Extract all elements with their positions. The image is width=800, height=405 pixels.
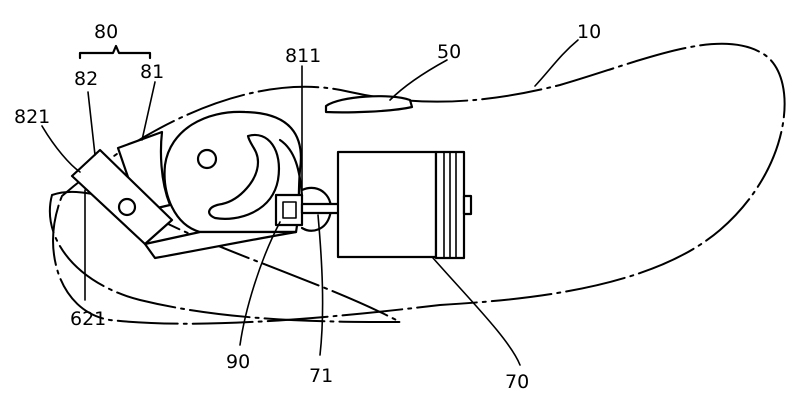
shaft-71: [300, 202, 342, 215]
housing-outline: [52, 42, 786, 325]
cam-slot: [208, 133, 281, 220]
leader-90: [239, 221, 281, 346]
cam-pivot: [196, 148, 218, 170]
label-50: 50: [437, 41, 461, 63]
brace-80: [78, 44, 152, 60]
blade-base: [143, 230, 298, 260]
connector-811: [300, 186, 333, 232]
label-811: 811: [285, 45, 321, 67]
label-81: 81: [140, 61, 164, 83]
leader-81: [141, 81, 156, 141]
label-821: 821: [14, 106, 50, 128]
motor-70: [336, 150, 438, 259]
blade-82: [70, 148, 174, 246]
motor-tab: [462, 194, 473, 216]
button-50: [324, 95, 414, 114]
holder-81: [116, 130, 172, 214]
leader-821: [41, 125, 81, 173]
leader-70: [432, 257, 521, 366]
leader-71: [317, 214, 324, 356]
block-90: [274, 193, 304, 227]
label-621: 621: [70, 308, 106, 330]
leader-82: [87, 91, 96, 156]
label-80: 80: [94, 21, 118, 43]
label-71: 71: [309, 365, 333, 387]
label-82: 82: [74, 68, 98, 90]
leader-10: [534, 39, 579, 87]
blade-pivot: [117, 197, 137, 217]
leader-50: [389, 59, 448, 101]
block-inner: [282, 201, 297, 219]
label-90: 90: [226, 351, 250, 373]
label-70: 70: [505, 371, 529, 393]
label-10: 10: [577, 21, 601, 43]
